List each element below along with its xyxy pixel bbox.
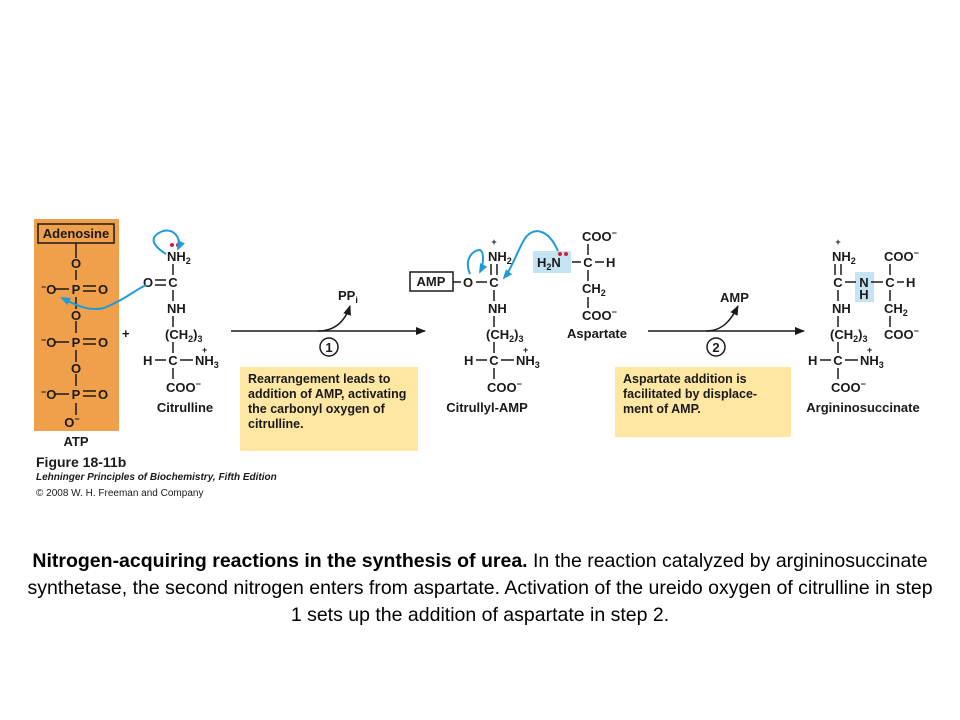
book-title: Lehninger Principles of Biochemistry, Fi… <box>36 472 277 483</box>
citrullyl-amp-label: Citrullyl-AMP <box>446 400 528 415</box>
svg-text:CH2: CH2 <box>884 301 908 318</box>
nitrogen-highlight <box>855 272 874 302</box>
svg-text:O: O <box>463 275 473 290</box>
svg-text:−O: −O <box>41 335 56 350</box>
svg-text:NH: NH <box>832 301 851 316</box>
step1-arrow: PPi 1 <box>231 288 426 357</box>
ppi-label: PPi <box>338 288 358 305</box>
svg-text:C: C <box>168 275 178 290</box>
step1-badge <box>319 337 339 357</box>
svg-text:+: + <box>867 345 872 355</box>
svg-text:COO−: COO− <box>582 307 617 323</box>
electron-push-arrow <box>152 229 185 255</box>
amp-released-label: AMP <box>720 290 749 305</box>
svg-text:P: P <box>72 282 81 297</box>
step2-arrow: AMP 2 <box>648 290 805 357</box>
svg-text:NH3: NH3 <box>516 353 540 370</box>
svg-text:CH2: CH2 <box>582 281 606 298</box>
svg-text:+: + <box>523 345 528 355</box>
svg-text:NH2: NH2 <box>167 249 191 266</box>
argininosuccinate-molecule: + NH2 C N H C H COO− CH2 COO− NH (CH2)3 … <box>806 237 919 415</box>
svg-text:C: C <box>489 353 499 368</box>
svg-text:O: O <box>98 282 108 297</box>
lone-pair-dot <box>564 252 568 256</box>
step2-badge <box>706 337 726 357</box>
svg-text:COO−: COO− <box>487 379 522 395</box>
lone-pair-dot <box>170 243 174 247</box>
plus-sign: + <box>122 326 130 341</box>
svg-text:O: O <box>98 335 108 350</box>
svg-text:(CH2)3: (CH2)3 <box>486 327 523 344</box>
svg-text:+: + <box>491 237 496 247</box>
svg-text:C: C <box>833 353 843 368</box>
citrulline-molecule: NH2 C O NH (CH2)3 H C NH3 + COO− <box>60 229 219 415</box>
step1-note: Rearrangement leads to addition of AMP, … <box>240 367 418 451</box>
aspartate-label: Aspartate <box>567 326 627 341</box>
svg-text:NH2: NH2 <box>488 249 512 266</box>
svg-text:P: P <box>72 335 81 350</box>
svg-text:NH3: NH3 <box>860 353 884 370</box>
svg-text:COO−: COO− <box>582 228 617 244</box>
figure-number: Figure 18-11b <box>36 454 127 470</box>
svg-text:H: H <box>859 287 868 302</box>
svg-text:C: C <box>168 353 178 368</box>
svg-text:(CH2)3: (CH2)3 <box>830 327 867 344</box>
atp-label: ATP <box>63 434 88 449</box>
aspartate-molecule: H2N C H COO− CH2 COO− Aspartate <box>502 228 627 341</box>
svg-text:C: C <box>489 275 499 290</box>
electron-push-arrow <box>502 230 559 280</box>
svg-text:COO−: COO− <box>884 326 919 342</box>
svg-text:C: C <box>833 275 843 290</box>
svg-text:H: H <box>143 353 152 368</box>
svg-text:COO−: COO− <box>884 248 919 264</box>
svg-text:−O: −O <box>41 387 56 402</box>
svg-text:C: C <box>885 275 895 290</box>
citrulline-label: Citrulline <box>157 400 213 415</box>
step1-number: 1 <box>325 340 332 355</box>
svg-text:−O: −O <box>41 282 56 297</box>
svg-text:C: C <box>583 255 593 270</box>
svg-text:H: H <box>808 353 817 368</box>
svg-text:O: O <box>71 361 81 376</box>
slide-caption: Nitrogen-acquiring reactions in the synt… <box>20 548 940 629</box>
svg-text:H2N: H2N <box>537 255 561 272</box>
svg-text:O: O <box>71 256 81 271</box>
svg-text:NH: NH <box>488 301 507 316</box>
amino-highlight <box>533 251 571 273</box>
svg-text:H: H <box>464 353 473 368</box>
svg-text:O: O <box>71 308 81 323</box>
adenosine-label: Adenosine <box>43 226 109 241</box>
svg-text:P: P <box>72 387 81 402</box>
reaction-diagram: Adenosine <box>34 219 920 449</box>
electron-push-arrow <box>466 248 488 275</box>
atp-molecule: Adenosine <box>34 219 119 449</box>
svg-text:NH2: NH2 <box>832 249 856 266</box>
svg-text:COO−: COO− <box>831 379 866 395</box>
svg-text:+: + <box>202 345 207 355</box>
step2-note: Aspartate addition is facilitated by dis… <box>615 367 791 437</box>
svg-text:COO−: COO− <box>166 379 201 395</box>
svg-text:O: O <box>143 275 153 290</box>
svg-text:H: H <box>906 275 915 290</box>
electron-push-arrow <box>60 284 147 310</box>
step2-number: 2 <box>712 340 719 355</box>
svg-text:H: H <box>606 255 615 270</box>
svg-text:NH: NH <box>167 301 186 316</box>
reaction-figure: Adenosine <box>34 219 920 499</box>
amp-box-label: AMP <box>417 274 446 289</box>
svg-text:+: + <box>835 237 840 247</box>
argininosuccinate-label: Argininosuccinate <box>806 400 919 415</box>
caption-body: In the reaction catalyzed by argininosuc… <box>27 550 933 626</box>
citrullyl-amp-molecule: AMP O C + NH2 NH (CH2)3 H C NH3 + COO− <box>409 237 540 415</box>
lone-pair-dot <box>558 252 562 256</box>
copyright: © 2008 W. H. Freeman and Company <box>36 488 204 499</box>
svg-text:O: O <box>98 387 108 402</box>
svg-text:NH3: NH3 <box>195 353 219 370</box>
svg-text:N: N <box>859 275 868 290</box>
caption-title: Nitrogen-acquiring reactions in the synt… <box>32 550 528 572</box>
svg-text:(CH2)3: (CH2)3 <box>165 327 202 344</box>
